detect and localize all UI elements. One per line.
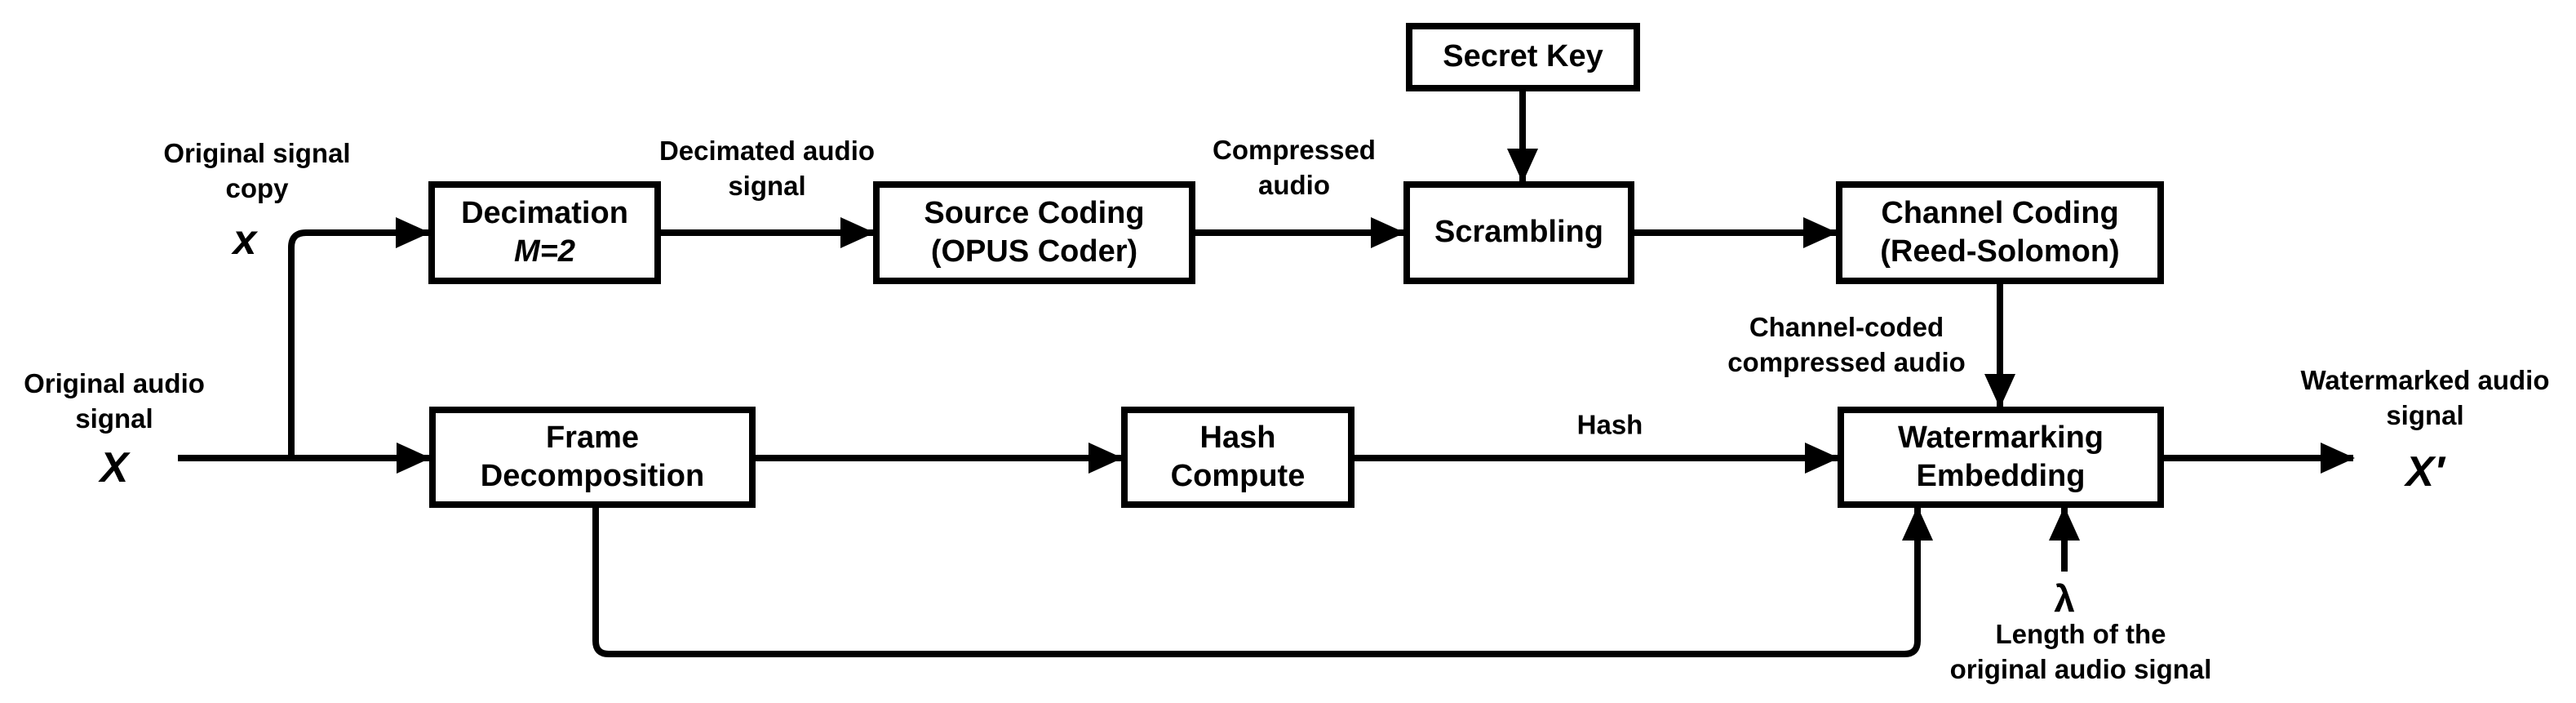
original-signal-copy-label: Original signal copy xyxy=(163,136,350,207)
connector-frame-decomposition-to-watermarking-bottom xyxy=(592,506,1933,657)
watermarked-audio-line2: signal xyxy=(2386,400,2464,430)
original-signal-copy-line1: Original signal xyxy=(163,138,351,169)
frame-decomposition-label-line1: Frame xyxy=(545,420,640,455)
source-coding-box: Source Coding (OPUS Coder) xyxy=(873,181,1195,284)
decimated-audio-line2: signal xyxy=(728,171,806,201)
frame-decomposition-box: Frame Decomposition xyxy=(429,407,756,508)
signal-copy-symbol: x xyxy=(233,216,257,264)
source-coding-label-line1: Source Coding xyxy=(924,195,1145,230)
secret-key-box: Secret Key xyxy=(1406,23,1640,91)
watermarked-audio-line1: Watermarked audio xyxy=(2300,365,2550,396)
lambda-symbol: λ xyxy=(2054,577,2075,620)
scrambling-label: Scrambling xyxy=(1434,215,1603,250)
lambda-description-label: Length of the original audio signal xyxy=(1950,617,2212,687)
decimated-audio-line1: Decimated audio xyxy=(658,136,876,167)
watermarking-embedding-box: Watermarking Embedding xyxy=(1838,407,2164,508)
channel-coding-label-line2: (Reed-Solomon) xyxy=(1880,234,2120,269)
frame-decomposition-label-line2: Decomposition xyxy=(480,459,705,493)
watermarked-audio-label: Watermarked audio signal xyxy=(2300,363,2549,434)
lambda-description-line1: Length of the xyxy=(1995,619,2166,650)
source-coding-label-line2: (OPUS Coder) xyxy=(930,234,1138,269)
compressed-audio-line1: Compressed xyxy=(1213,135,1376,166)
original-audio-signal-line1: Original audio xyxy=(24,368,205,399)
watermarking-embedding-label-line2: Embedding xyxy=(1916,459,2086,493)
channel-coded-line1: Channel-coded xyxy=(1749,312,1944,343)
connector-branch-to-decimation xyxy=(288,217,430,458)
original-audio-signal-line2: signal xyxy=(75,403,153,434)
channel-coding-box: Channel Coding (Reed-Solomon) xyxy=(1836,181,2164,284)
lambda-description-line2: original audio signal xyxy=(1949,654,2212,684)
decimation-label-line1: Decimation xyxy=(461,195,628,230)
secret-key-label: Secret Key xyxy=(1443,39,1603,74)
decimated-audio-label: Decimated audio signal xyxy=(659,134,875,204)
compressed-audio-line2: audio xyxy=(1258,170,1330,200)
channel-coding-label-line1: Channel Coding xyxy=(1881,195,2119,230)
channel-coded-label: Channel-coded compressed audio xyxy=(1727,310,1966,380)
decimation-box: Decimation M=2 xyxy=(428,181,661,284)
decimation-label-line2: M=2 xyxy=(514,234,575,269)
hash-compute-label-line2: Compute xyxy=(1170,459,1306,493)
watermarking-embedding-label-line1: Watermarking xyxy=(1898,420,2104,455)
scrambling-box: Scrambling xyxy=(1403,181,1634,284)
original-signal-copy-line2: copy xyxy=(225,173,289,203)
compressed-audio-label: Compressed audio xyxy=(1213,133,1376,203)
original-audio-symbol: X xyxy=(100,444,129,492)
original-audio-signal-label: Original audio signal xyxy=(24,367,205,437)
channel-coded-line2: compressed audio xyxy=(1727,347,1966,377)
hash-compute-label-line1: Hash xyxy=(1199,420,1276,455)
hash-compute-box: Hash Compute xyxy=(1121,407,1355,508)
hash-edge-label: Hash xyxy=(1576,409,1643,440)
watermarked-audio-symbol: X′ xyxy=(2405,448,2445,496)
